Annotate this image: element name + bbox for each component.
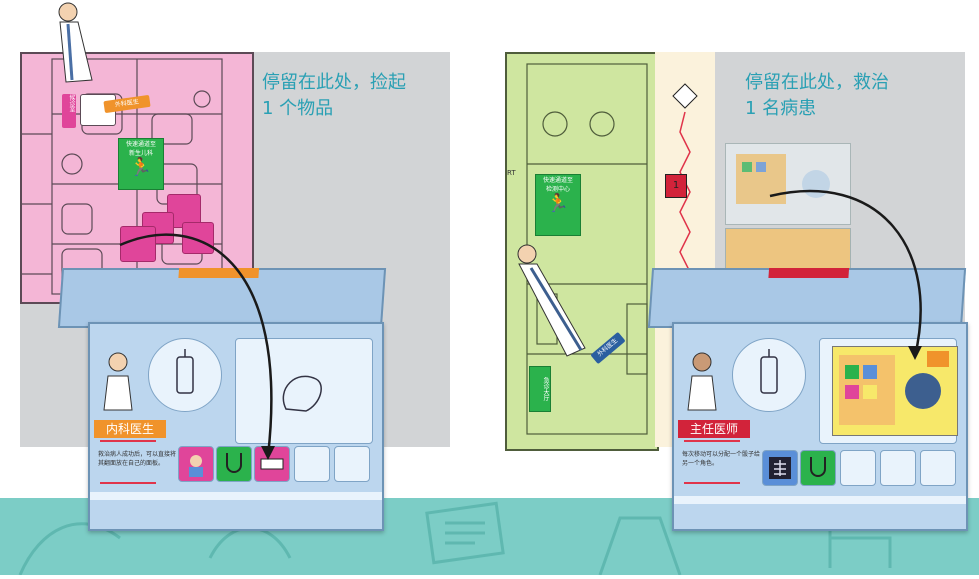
edge-label: RT bbox=[507, 169, 516, 177]
role-ability-text: 每次移动可以分配一个骰子给另一个角色。 bbox=[682, 451, 761, 467]
counter-marker[interactable]: 1 bbox=[665, 174, 687, 198]
stethoscope-icon bbox=[810, 457, 826, 477]
item-slot-empty[interactable] bbox=[334, 446, 370, 482]
walkie-talkie-slot bbox=[148, 338, 222, 412]
patient-card[interactable] bbox=[725, 143, 851, 225]
surgeon-standee[interactable] bbox=[505, 238, 625, 362]
role-divider bbox=[100, 440, 156, 442]
walkie-talkie-slot bbox=[732, 338, 806, 412]
item-slot-empty[interactable] bbox=[294, 446, 330, 482]
running-man-icon: 🏃 bbox=[546, 193, 570, 214]
item-slot-empty[interactable] bbox=[880, 450, 916, 486]
map-layout-drawing bbox=[526, 63, 648, 435]
emergency-line2: 大厅 bbox=[542, 389, 549, 401]
walkie-talkie-icon bbox=[176, 349, 194, 394]
item-slot-nurse[interactable] bbox=[178, 446, 214, 482]
role-divider bbox=[100, 482, 156, 484]
doctor-figure-icon bbox=[517, 244, 586, 357]
left-caption: 停留在此处，捡起 1 个物品 bbox=[262, 70, 442, 122]
right-caption-line2: 1 名病患 bbox=[745, 98, 817, 119]
left-player-board: 内科医生 救治病人成功后，可以直接将其翻面放在自己的面板。 bbox=[88, 322, 384, 531]
role-divider bbox=[684, 440, 740, 442]
role-ability-text: 救治病人成功后，可以直接将其翻面放在自己的面板。 bbox=[98, 451, 177, 467]
left-caption-line1: 停留在此处，捡起 bbox=[262, 72, 406, 93]
right-caption: 停留在此处，救治 1 名病患 bbox=[745, 70, 945, 122]
exit-sign-line2: 新生儿科 bbox=[128, 150, 153, 157]
emergency-hall-sign: 急诊大厅 bbox=[529, 366, 551, 412]
right-caption-line1: 停留在此处，救治 bbox=[745, 72, 889, 93]
doctor-avatar bbox=[103, 352, 133, 411]
bed-icon bbox=[260, 458, 284, 470]
left-caption-line2: 1 个物品 bbox=[262, 98, 334, 119]
role-divider bbox=[684, 482, 740, 484]
emergency-line1: 急诊 bbox=[542, 377, 549, 389]
item-slot-xray[interactable] bbox=[762, 450, 798, 486]
fast-track-exit-sign: 快速通道至 新生儿科 🏃 bbox=[118, 138, 164, 190]
action-slot bbox=[235, 338, 373, 444]
patient-card-art bbox=[839, 351, 949, 425]
rescued-patient-card[interactable] bbox=[832, 346, 958, 436]
item-slot-stethoscope[interactable] bbox=[800, 450, 836, 486]
nurse-icon bbox=[189, 455, 203, 477]
walkie-talkie-icon bbox=[760, 349, 778, 394]
item-slot-empty[interactable] bbox=[920, 450, 956, 486]
board-strip bbox=[90, 492, 382, 500]
waiting-room-sign: 候诊室 bbox=[62, 94, 76, 128]
fast-track-exit-sign: 快速通道至 检测中心 🏃 bbox=[535, 174, 581, 236]
item-slot-empty[interactable] bbox=[840, 450, 876, 486]
patient-card[interactable] bbox=[725, 228, 851, 270]
surgeon-standee[interactable] bbox=[38, 0, 108, 104]
exit-sign-line1: 快速通道至 bbox=[542, 177, 573, 184]
item-slot-stethoscope[interactable] bbox=[216, 446, 252, 482]
chief-physician-portrait bbox=[682, 348, 722, 412]
right-player-board: 主任医师 每次移动可以分配一个骰子给另一个角色。 bbox=[672, 322, 968, 531]
role-name: 主任医师 bbox=[678, 420, 750, 438]
left-map-board: 候诊室 快速通道至 新生儿科 🏃 bbox=[20, 52, 254, 304]
running-man-icon: 🏃 bbox=[129, 157, 153, 178]
internist-portrait bbox=[98, 348, 138, 412]
role-name: 内科医生 bbox=[94, 420, 166, 438]
doctor-avatar bbox=[687, 352, 717, 411]
doctor-figure-icon bbox=[58, 2, 93, 83]
stethoscope-icon bbox=[226, 453, 242, 473]
exit-sign-line1: 快速通道至 bbox=[125, 141, 156, 148]
exit-sign-line2: 检测中心 bbox=[545, 186, 570, 193]
board-strip bbox=[674, 496, 966, 504]
hand-icon bbox=[282, 375, 322, 412]
xray-icon bbox=[769, 457, 791, 479]
